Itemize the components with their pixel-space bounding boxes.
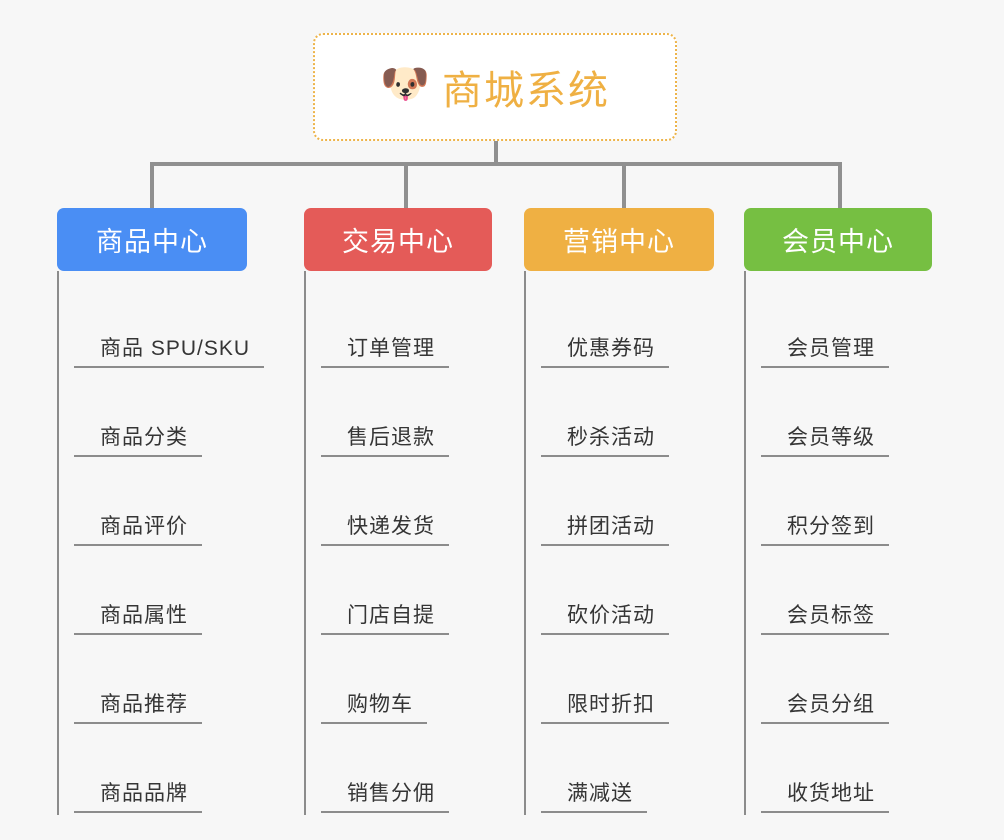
branch-header-1[interactable]: 商品中心 <box>57 208 247 271</box>
list-item-label: 订单管理 <box>321 332 449 368</box>
branch-label-1: 商品中心 <box>96 227 208 257</box>
list-item[interactable]: 快递发货 <box>321 459 492 548</box>
list-item[interactable]: 秒杀活动 <box>541 370 714 459</box>
branch-header-4[interactable]: 会员中心 <box>744 208 932 271</box>
list-item-label: 快递发货 <box>321 510 449 546</box>
list-item-label: 优惠券码 <box>541 332 669 368</box>
list-item-label: 秒杀活动 <box>541 421 669 457</box>
list-item-label: 拼团活动 <box>541 510 669 546</box>
list-item-label: 会员标签 <box>761 599 889 635</box>
connector-drop-4 <box>838 162 842 210</box>
list-item-label: 会员分组 <box>761 688 889 724</box>
list-item[interactable]: 商品分类 <box>74 370 247 459</box>
list-item-label: 会员等级 <box>761 421 889 457</box>
root-title: 商城系统 <box>442 69 610 113</box>
list-item-label: 商品品牌 <box>74 777 202 813</box>
list-item[interactable]: 商品品牌 <box>74 726 247 815</box>
list-item[interactable]: 砍价活动 <box>541 548 714 637</box>
list-item-label: 售后退款 <box>321 421 449 457</box>
list-item[interactable]: 会员标签 <box>761 548 932 637</box>
list-item[interactable]: 会员分组 <box>761 637 932 726</box>
list-item[interactable]: 销售分佣 <box>321 726 492 815</box>
shiba-dog-face-icon: 🐶 <box>380 62 430 106</box>
list-item[interactable]: 优惠券码 <box>541 281 714 370</box>
branch-column-3: 营销中心 优惠券码 秒杀活动 拼团活动 砍价活动 限时折扣 满减送 <box>524 208 714 815</box>
list-item[interactable]: 积分签到 <box>761 459 932 548</box>
list-item[interactable]: 会员等级 <box>761 370 932 459</box>
connector-drop-2 <box>404 162 408 210</box>
branch-column-2: 交易中心 订单管理 售后退款 快递发货 门店自提 购物车 销售分佣 <box>304 208 492 815</box>
branch-column-4: 会员中心 会员管理 会员等级 积分签到 会员标签 会员分组 收货地址 <box>744 208 932 815</box>
list-item-label: 商品属性 <box>74 599 202 635</box>
list-item-label: 限时折扣 <box>541 688 669 724</box>
branch-items-3: 优惠券码 秒杀活动 拼团活动 砍价活动 限时折扣 满减送 <box>524 271 714 815</box>
list-item-label: 商品推荐 <box>74 688 202 724</box>
list-item-label: 满减送 <box>541 777 647 813</box>
list-item-label: 收货地址 <box>761 777 889 813</box>
connector-horizontal-bus <box>150 162 840 166</box>
list-item[interactable]: 收货地址 <box>761 726 932 815</box>
list-item-label: 商品 SPU/SKU <box>74 332 265 368</box>
list-item-label: 积分签到 <box>761 510 889 546</box>
list-item[interactable]: 商品评价 <box>74 459 247 548</box>
branch-column-1: 商品中心 商品 SPU/SKU 商品分类 商品评价 商品属性 商品推荐 商品品牌 <box>57 208 265 815</box>
list-item[interactable]: 限时折扣 <box>541 637 714 726</box>
list-item[interactable]: 商品属性 <box>74 548 247 637</box>
list-item-label: 砍价活动 <box>541 599 669 635</box>
connector-drop-3 <box>622 162 626 210</box>
list-item-label: 商品评价 <box>74 510 202 546</box>
connector-drop-1 <box>150 162 154 210</box>
list-item[interactable]: 订单管理 <box>321 281 492 370</box>
list-item[interactable]: 购物车 <box>321 637 492 726</box>
list-item[interactable]: 满减送 <box>541 726 714 815</box>
list-item[interactable]: 商品推荐 <box>74 637 247 726</box>
branch-items-2: 订单管理 售后退款 快递发货 门店自提 购物车 销售分佣 <box>304 271 492 815</box>
branch-items-1: 商品 SPU/SKU 商品分类 商品评价 商品属性 商品推荐 商品品牌 <box>57 271 265 815</box>
list-item-label: 购物车 <box>321 688 427 724</box>
list-item[interactable]: 会员管理 <box>761 281 932 370</box>
branch-label-2: 交易中心 <box>342 227 454 257</box>
root-node[interactable]: 🐶 商城系统 <box>313 33 677 141</box>
branch-items-4: 会员管理 会员等级 积分签到 会员标签 会员分组 收货地址 <box>744 271 932 815</box>
list-item[interactable]: 拼团活动 <box>541 459 714 548</box>
branch-label-4: 会员中心 <box>782 227 894 257</box>
list-item-label: 门店自提 <box>321 599 449 635</box>
list-item[interactable]: 售后退款 <box>321 370 492 459</box>
list-item-label: 销售分佣 <box>321 777 449 813</box>
branch-header-3[interactable]: 营销中心 <box>524 208 714 271</box>
list-item-label: 商品分类 <box>74 421 202 457</box>
list-item-label: 会员管理 <box>761 332 889 368</box>
list-item[interactable]: 商品 SPU/SKU <box>74 281 265 370</box>
branch-header-2[interactable]: 交易中心 <box>304 208 492 271</box>
connector-root-stem <box>494 141 498 165</box>
list-item[interactable]: 门店自提 <box>321 548 492 637</box>
branch-label-3: 营销中心 <box>563 227 675 257</box>
